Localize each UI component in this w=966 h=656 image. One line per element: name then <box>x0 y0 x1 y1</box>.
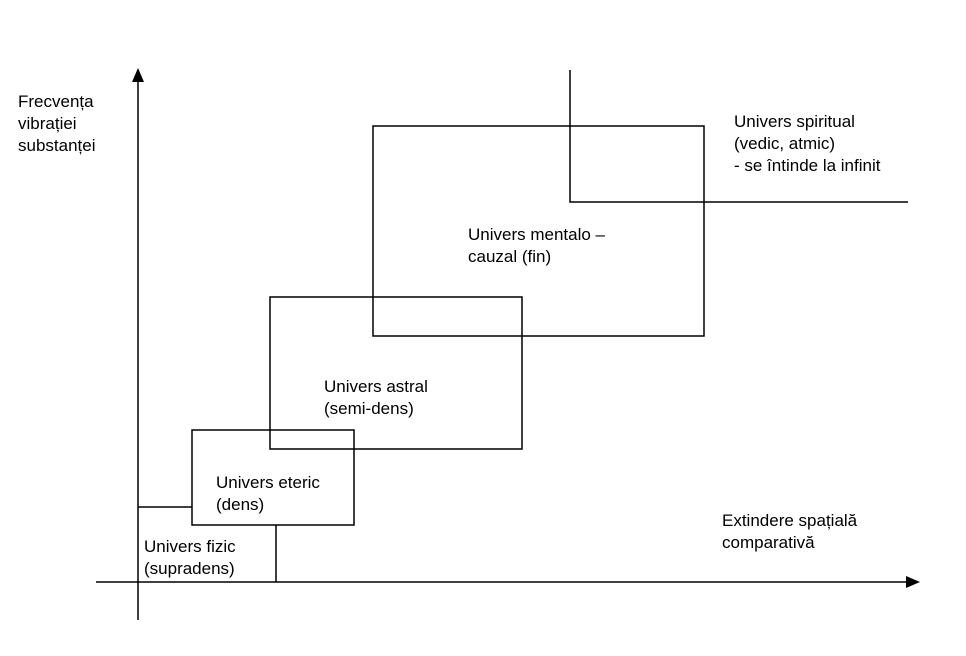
y-axis-arrowhead <box>132 68 144 82</box>
x-axis-arrowhead <box>906 576 920 588</box>
fizic-region-label: Univers fizic (supradens) <box>144 536 236 580</box>
mental-region-box <box>372 125 705 337</box>
region-label-line: Univers mentalo – <box>468 225 606 244</box>
y-axis-label-line: Frecvența <box>18 92 94 111</box>
region-label-line: (vedic, atmic) <box>734 134 836 153</box>
region-label-line: (dens) <box>216 495 265 514</box>
region-label-line: Univers fizic <box>144 537 236 556</box>
eteric-region-label: Univers eteric (dens) <box>216 472 320 516</box>
region-label-line: Univers astral <box>324 377 428 396</box>
region-label-line: cauzal (fin) <box>468 247 552 266</box>
y-axis-label-line: substanței <box>18 136 96 155</box>
region-label-line: - se întinde la infinit <box>734 156 881 175</box>
region-label-line: Univers eteric <box>216 473 320 492</box>
x-axis-label: Extindere spațială comparativă <box>722 510 857 554</box>
eteric-region-box <box>191 429 355 526</box>
y-axis-label: Frecvența vibrației substanței <box>18 91 96 157</box>
astral-region-box <box>269 296 523 450</box>
region-label-line: (supradens) <box>144 559 235 578</box>
mental-region-label: Univers mentalo – cauzal (fin) <box>468 224 605 268</box>
spiritual-region-label: Univers spiritual (vedic, atmic) - se în… <box>734 111 880 177</box>
region-label-line: Univers spiritual <box>734 112 855 131</box>
y-axis-label-line: vibrației <box>18 114 77 133</box>
x-axis-label-line: Extindere spațială <box>722 511 858 530</box>
x-axis-label-line: comparativă <box>722 533 815 552</box>
astral-region-label: Univers astral (semi-dens) <box>324 376 428 420</box>
spiritual-region-outline <box>569 70 908 203</box>
region-label-line: (semi-dens) <box>324 399 414 418</box>
